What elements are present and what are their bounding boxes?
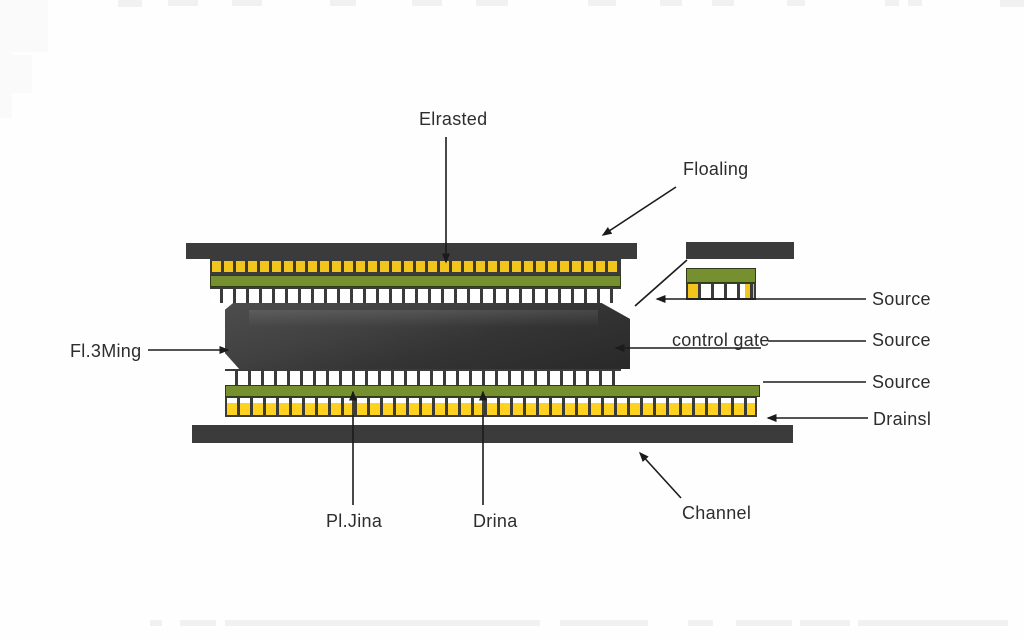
edge-artifact bbox=[232, 0, 262, 6]
control-gate-body bbox=[225, 303, 630, 369]
upper-green-band bbox=[210, 275, 621, 287]
edge-artifact bbox=[885, 0, 899, 6]
floating-arrow bbox=[601, 186, 677, 236]
substrate-bar bbox=[192, 425, 793, 443]
edge-artifact bbox=[1000, 0, 1024, 7]
label-channel: Channel bbox=[682, 503, 752, 523]
edge-artifact bbox=[787, 0, 805, 6]
label-drain: Drainsl bbox=[873, 409, 932, 429]
edge-artifact bbox=[330, 0, 356, 6]
label-drain-bottom: Drina bbox=[473, 511, 518, 531]
label-floating: Floaling bbox=[683, 159, 749, 179]
lower-green-band bbox=[225, 385, 760, 397]
edge-artifact bbox=[688, 620, 713, 626]
edge-artifact bbox=[476, 0, 508, 6]
label-source-1: Source bbox=[872, 289, 931, 309]
edge-artifact bbox=[118, 0, 142, 7]
upper-yellow-cell-row bbox=[210, 258, 621, 275]
edge-artifact bbox=[180, 620, 216, 626]
label-p-junction: Pl.Jina bbox=[326, 511, 383, 531]
edge-artifact bbox=[0, 0, 48, 52]
corner-diagonal-line bbox=[634, 259, 688, 307]
channel-arrow bbox=[638, 451, 682, 499]
top-electrode-bar bbox=[186, 243, 637, 259]
right-top-bar bbox=[686, 242, 794, 259]
edge-artifact bbox=[712, 0, 734, 6]
edge-artifact bbox=[736, 620, 792, 626]
upper-white-cell-row bbox=[210, 287, 621, 303]
label-source-3: Source bbox=[872, 372, 931, 392]
right-green-band bbox=[686, 268, 756, 283]
lower-yellow-cell-row bbox=[225, 397, 757, 417]
label-floating-left: Fl.3Ming bbox=[70, 341, 142, 361]
lower-white-cell-row bbox=[225, 369, 621, 385]
label-erased: Elrasted bbox=[419, 109, 488, 129]
edge-artifact bbox=[12, 55, 32, 93]
edge-artifact bbox=[588, 0, 616, 6]
label-source-2: Source bbox=[872, 330, 931, 350]
edge-artifact bbox=[560, 620, 648, 626]
right-cell-row bbox=[686, 283, 756, 300]
edge-artifact bbox=[908, 0, 922, 6]
edge-artifact bbox=[800, 620, 850, 626]
edge-artifact bbox=[225, 620, 540, 626]
label-control-gate: control gate bbox=[672, 330, 770, 350]
edge-artifact bbox=[150, 620, 162, 626]
edge-artifact bbox=[412, 0, 442, 6]
edge-artifact bbox=[168, 0, 198, 6]
edge-artifact bbox=[660, 0, 682, 6]
edge-artifact bbox=[0, 52, 12, 118]
edge-artifact bbox=[858, 620, 1008, 626]
